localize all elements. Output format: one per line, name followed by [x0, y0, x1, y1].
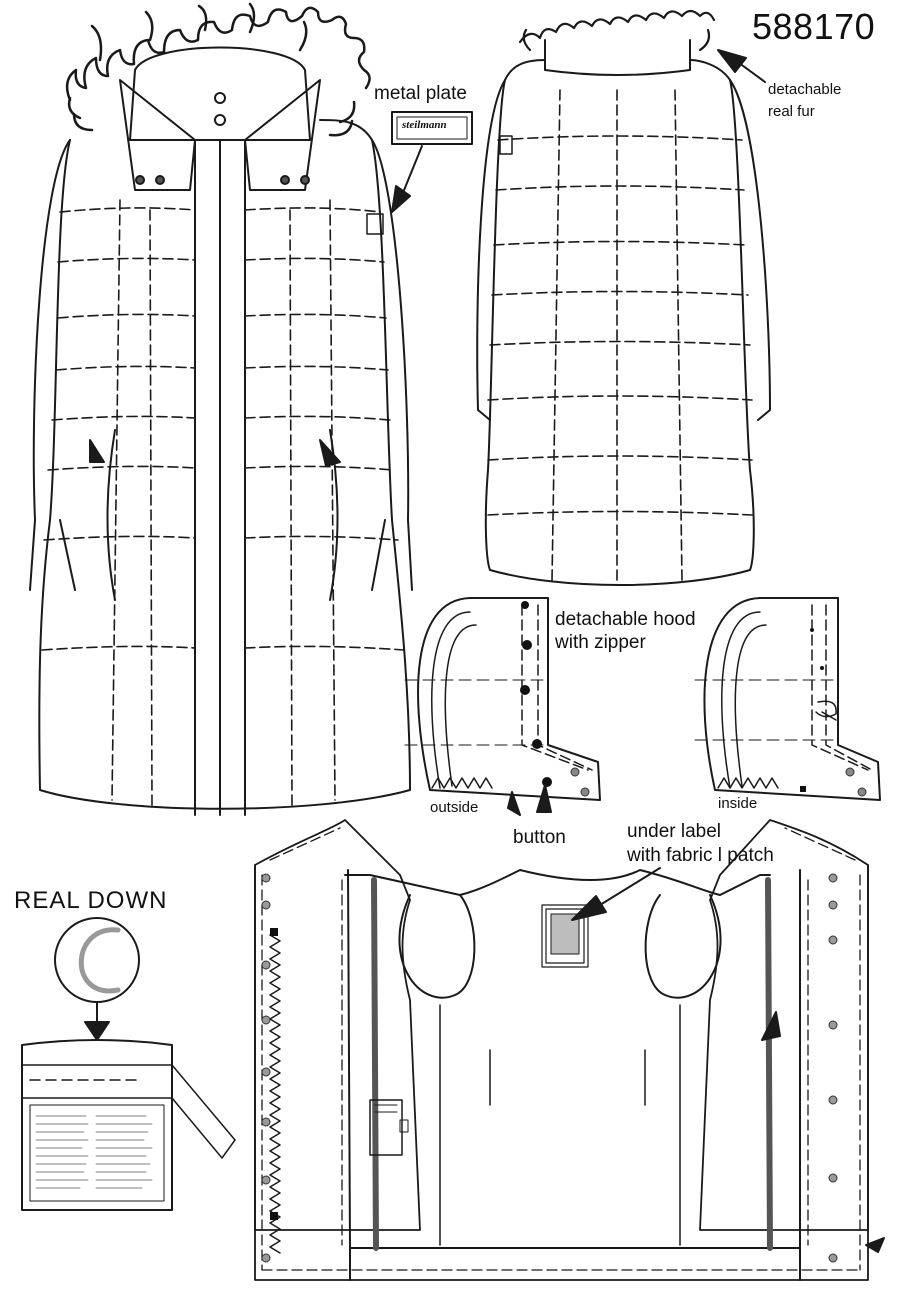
inside-open-coat — [254, 819, 885, 1281]
under-label-label-line1: under label — [627, 821, 722, 842]
hood-outside — [404, 597, 601, 816]
real-down-emblem — [54, 917, 140, 1041]
outside-label: outside — [430, 799, 479, 816]
back-quilting — [487, 89, 753, 586]
article-number: 588170 — [752, 6, 876, 47]
metal-plate-label: metal plate — [374, 83, 467, 104]
under-label-arrow — [571, 867, 661, 921]
inside-stitching — [261, 827, 861, 1271]
detachable-hood-label-line1: detachable hood — [555, 609, 696, 630]
inside-label: inside — [718, 795, 758, 812]
brand-plate-text: steilmann — [402, 119, 447, 131]
front-fur-trim — [65, 2, 371, 137]
real-down-label: REAL DOWN — [14, 887, 168, 914]
detachable-hood-label-line2: with zipper — [555, 632, 646, 653]
detachable-fur-label-line1: detachable — [768, 81, 842, 98]
front-quilting — [41, 199, 405, 806]
detachable-fur-label-line2: real fur — [768, 103, 815, 120]
under-label-label-line2: with fabric l patch — [627, 845, 774, 866]
care-label-pouch — [21, 1039, 236, 1211]
back-view-coat — [476, 9, 771, 586]
hood-inside — [694, 597, 881, 801]
metal-plate-callout — [391, 111, 473, 213]
detachable-fur-arrow — [717, 49, 766, 83]
front-view-coat — [29, 2, 413, 816]
button-label: button — [513, 827, 566, 848]
back-fur-trim — [518, 9, 716, 52]
